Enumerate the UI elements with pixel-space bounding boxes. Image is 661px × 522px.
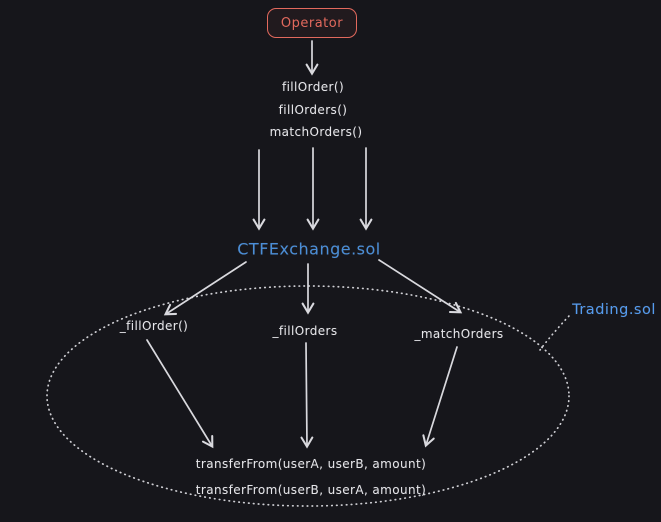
method-fillorder: fillOrder() [281, 80, 345, 94]
trading-module-boundary-ellipse [46, 285, 570, 507]
method-matchorders-internal: _matchOrders [414, 327, 504, 341]
transfer-call-a-b: transferFrom(userA, userB, amount) [195, 457, 427, 471]
arrow-fillorder-internal-to-transfer [146, 339, 214, 449]
method-fillorder-internal: _fillOrder() [119, 319, 189, 333]
method-fillorders: fillOrders() [278, 103, 348, 117]
method-fillorders-internal: _fillOrders [272, 324, 338, 338]
arrow-fillorders-internal-to-transfer [300, 342, 314, 449]
trading-contract-label: Trading.sol [572, 302, 656, 318]
trading-label-pointer-line [539, 315, 570, 351]
arrow-matchorders-internal-to-transfer [422, 346, 458, 448]
method-matchorders: matchOrders() [269, 125, 363, 139]
operator-node: Operator [267, 8, 357, 38]
transfer-call-b-a: transferFrom(userB, userA, amount) [195, 483, 427, 497]
arrow-exchange-to-fillorder-internal [163, 261, 247, 316]
exchange-contract-label: CTFExchange.sol [237, 239, 381, 259]
arrow-exchange-to-matchorders-internal [378, 259, 463, 314]
